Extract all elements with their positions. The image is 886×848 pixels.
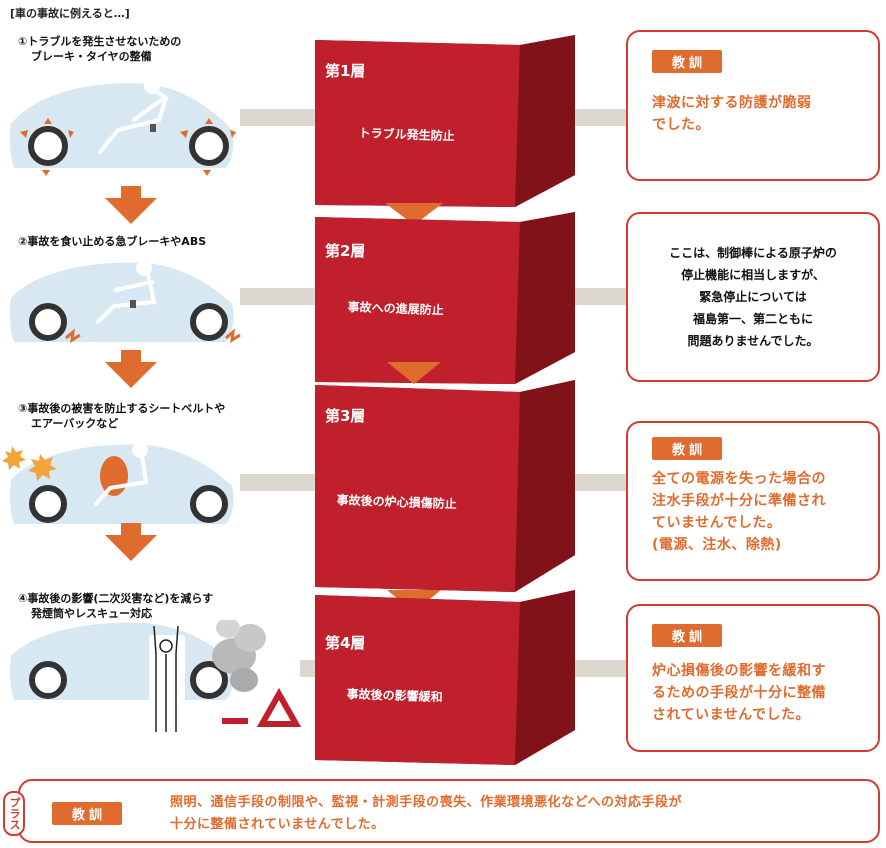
lesson-box-3: 教訓 全ての電源を失った場合の 注水手段が十分に準備され ていませんでした。 (…	[626, 421, 880, 581]
step-label-3: ③事故後の被害を防止するシートベルトや エアーバックなど	[18, 401, 225, 431]
step-label-4-line1: ④事故後の影響(二次災害など)を減らす	[18, 592, 214, 605]
lesson-1-line2: でした。	[652, 117, 710, 133]
layer-1-label: トラブル発生防止	[358, 125, 455, 144]
page-title: [車の事故に例えると…]	[10, 7, 130, 20]
lesson-3-line2: 注水手段が十分に準備され	[652, 493, 826, 509]
layer-box-2	[315, 212, 575, 384]
step-label-1-line1: ①トラブルを発生させないための	[18, 35, 182, 48]
plus-lesson-tag: 教訓	[52, 802, 123, 825]
lesson-text-2: ここは、制御棒による原子炉の 停止機能に相当しますが、 緊急停止については 福島…	[628, 242, 878, 352]
lesson-2-line3: 緊急停止については	[699, 290, 807, 304]
lesson-2-line5: 問題ありませんでした。	[687, 334, 819, 348]
lesson-text-1: 津波に対する防護が脆弱 でした。	[652, 92, 812, 136]
layer-3-title: 第3層	[325, 407, 366, 425]
lesson-2-line4: 福島第一、第二ともに	[692, 312, 813, 326]
car-illustration-3	[2, 442, 234, 524]
layer-2-label: 事故への進展防止	[347, 299, 444, 318]
step-label-1: ①トラブルを発生させないための ブレーキ・タイヤの整備	[18, 34, 181, 64]
down-arrow-icon	[105, 186, 157, 224]
car-illustration-4	[10, 620, 302, 733]
plus-lesson-text: 照明、通信手段の制限や、監視・計測手段の喪失、作業環境悪化などへの対応手段が 十…	[170, 792, 870, 836]
step-label-2-line1: ②事故を食い止める急ブレーキやABS	[18, 235, 207, 248]
connector-line	[240, 474, 325, 491]
car-illustration-2	[10, 260, 241, 343]
lesson-box-2: ここは、制御棒による原子炉の 停止機能に相当しますが、 緊急停止については 福島…	[626, 212, 880, 382]
step-label-3-line1: ③事故後の被害を防止するシートベルトや	[18, 402, 226, 415]
lesson-text-4: 炉心損傷後の影響を緩和す るための手段が十分に整備 されていませんでした。	[652, 660, 877, 726]
connector-line	[240, 288, 325, 305]
step-label-2: ②事故を食い止める急ブレーキやABS	[18, 234, 206, 249]
layer-4-label: 事故後の影響緩和	[346, 686, 443, 705]
lesson-text-3: 全ての電源を失った場合の 注水手段が十分に準備され ていませんでした。 (電源、…	[652, 468, 877, 556]
down-arrow-icon	[105, 350, 157, 388]
step-label-3-line2: エアーバックなど	[31, 417, 119, 430]
lesson-tag-3: 教訓	[652, 437, 723, 460]
step-label-4-line2: 発煙筒やレスキュー対応	[31, 607, 152, 620]
lesson-3-line1: 全ての電源を失った場合の	[652, 471, 826, 487]
layer-1-title: 第1層	[325, 62, 366, 80]
plus-line2: 十分に整備されていませんでした。	[170, 817, 385, 832]
lesson-2-line2: 停止機能に相当しますが、	[681, 268, 825, 282]
layer-box-4	[315, 590, 575, 765]
down-arrow-icon	[105, 523, 157, 561]
lesson-3-line4: (電源、注水、除熱)	[652, 537, 782, 553]
lesson-box-4: 教訓 炉心損傷後の影響を緩和す るための手段が十分に整備 されていませんでした。	[626, 604, 880, 752]
layer-box-1	[315, 35, 575, 225]
lesson-tag-4: 教訓	[652, 624, 723, 647]
lesson-1-line1: 津波に対する防護が脆弱	[652, 95, 812, 111]
plus-tag: プラス	[3, 791, 25, 836]
car-illustration-1	[10, 78, 236, 176]
plus-lesson-box	[18, 779, 880, 843]
lesson-2-line1: ここは、制御棒による原子炉の	[669, 246, 837, 260]
lesson-3-line3: ていませんでした。	[652, 515, 782, 531]
layer-box-3	[315, 380, 575, 612]
lesson-4-line1: 炉心損傷後の影響を緩和す	[652, 663, 826, 679]
lesson-box-1: 教訓 津波に対する防護が脆弱 でした。	[626, 30, 880, 181]
layer-4-title: 第4層	[325, 634, 366, 652]
connector-line	[240, 109, 325, 126]
step-label-4: ④事故後の影響(二次災害など)を減らす 発煙筒やレスキュー対応	[18, 591, 213, 621]
plus-line1: 照明、通信手段の制限や、監視・計測手段の喪失、作業環境悪化などへの対応手段が	[170, 795, 682, 810]
layer-2-title: 第2層	[325, 242, 366, 260]
step-label-1-line2: ブレーキ・タイヤの整備	[31, 50, 152, 63]
lesson-4-line2: るための手段が十分に整備	[652, 685, 826, 701]
lesson-4-line3: されていませんでした。	[652, 707, 810, 723]
lesson-tag-1: 教訓	[652, 50, 723, 73]
